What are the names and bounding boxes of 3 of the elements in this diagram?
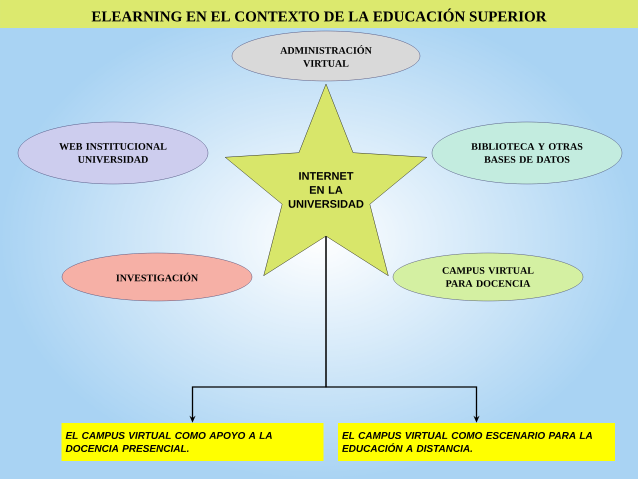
text-box: EL CAMPUS VIRTUAL COMO ESCENARIO PARA LA EDUCACIÓN A DISTANCIA. — [338, 422, 615, 461]
title-bar: ELEARNING EN EL CONTEXTO DE LA EDUCACIÓN SUPERIOR — [0, 0, 638, 28]
text-box: EL CAMPUS VIRTUAL COMO APOYO A LA DOCENCIA PRESENCIAL. — [62, 422, 324, 461]
